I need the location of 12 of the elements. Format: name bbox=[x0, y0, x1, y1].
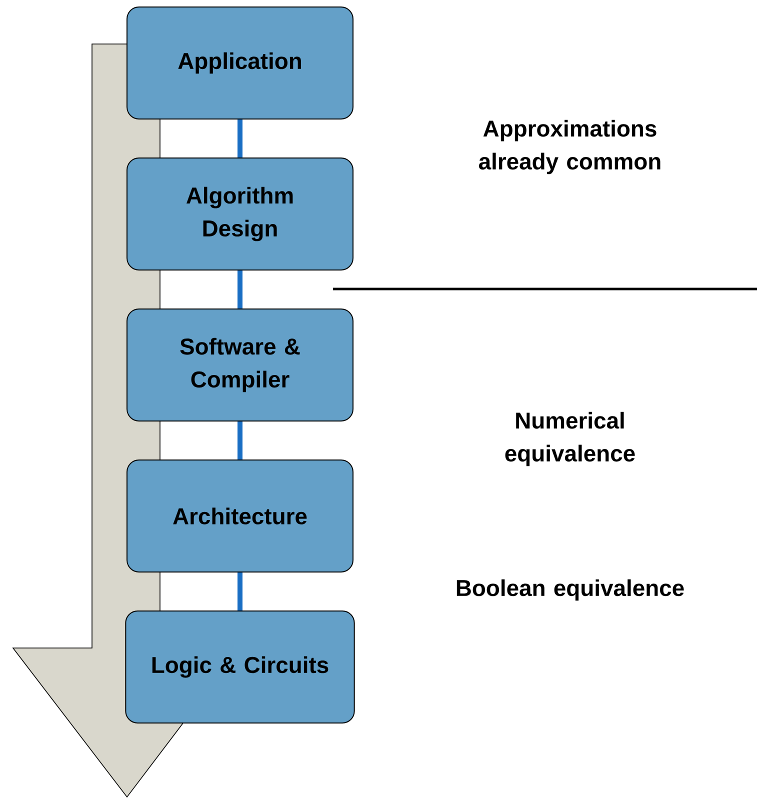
note-text: Boolean equivalence bbox=[456, 579, 684, 601]
layer-box: Logic & Circuits bbox=[125, 610, 355, 724]
connector-line bbox=[238, 572, 242, 610]
layer-box: Architecture bbox=[126, 460, 354, 572]
note-text: Numerical equivalence bbox=[505, 412, 635, 466]
note-text: Approximations already common bbox=[478, 120, 660, 174]
connector-line bbox=[238, 422, 242, 460]
connector-line bbox=[238, 120, 242, 158]
connector-line bbox=[238, 270, 242, 308]
layer-box: Algorithm Design bbox=[126, 158, 354, 270]
layer-box: Application bbox=[126, 6, 354, 120]
layer-box: Software & Compiler bbox=[126, 308, 354, 422]
